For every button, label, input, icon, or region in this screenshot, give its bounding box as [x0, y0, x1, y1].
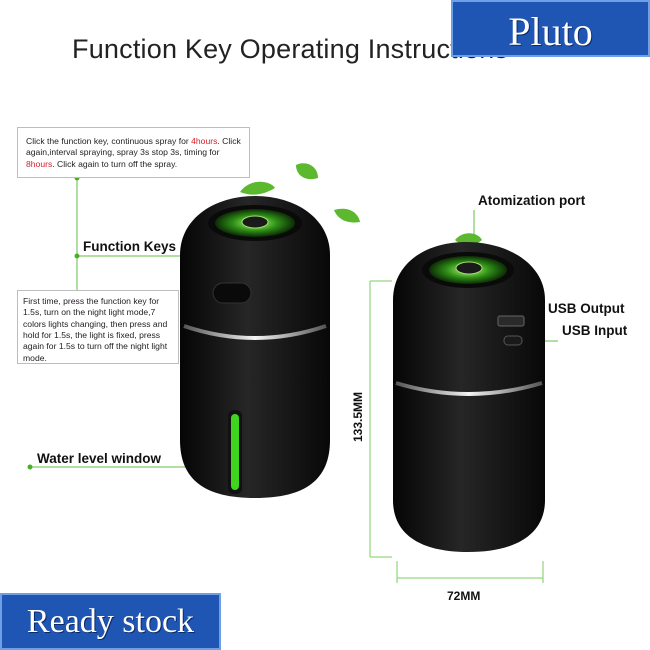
note-highlight-4hours: 4hours [191, 136, 218, 146]
usb-output-label: USB Output [548, 301, 625, 316]
width-dimension: 72MM [447, 589, 481, 603]
humidifier-front [180, 196, 330, 498]
note-text: Click the function key, continuous spray… [26, 136, 192, 146]
function-instructions-note: Click the function key, continuous spray… [17, 127, 250, 178]
note-text: . Click again,interval spraying, spray 3… [26, 136, 241, 158]
note-text: . Click again to turn off the spray. [52, 158, 178, 169]
ready-stock-text: Ready stock [26, 603, 195, 640]
note-highlight-8hours: 8hours [26, 158, 53, 169]
dimension-lines [369, 280, 544, 583]
night-light-note: First time, press the function key for 1… [17, 290, 179, 364]
humidifier-side [393, 242, 545, 552]
ready-stock-badge: Ready stock [0, 593, 221, 650]
brand-name: Pluto [508, 9, 593, 54]
function-keys-label: Function Keys [83, 239, 177, 254]
water-level-label: Water level window [37, 451, 162, 466]
brand-badge: Pluto [451, 0, 650, 57]
height-dimension: 133.5MM [351, 391, 365, 443]
page-title: Function Key Operating Instructions [72, 34, 509, 64]
atomization-port-label: Atomization port [478, 193, 586, 208]
usb-input-label: USB Input [562, 323, 628, 338]
